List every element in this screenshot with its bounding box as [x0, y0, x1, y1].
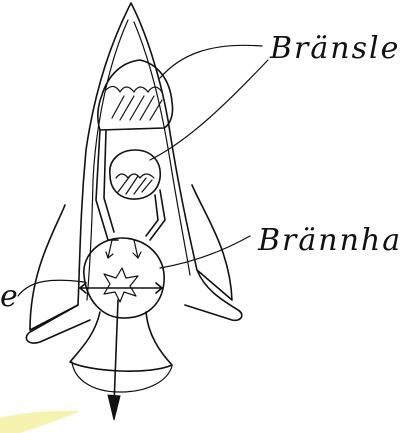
fuel-hatching [112, 96, 162, 120]
thrust-arrowhead [108, 395, 120, 420]
left-partial-label: e [0, 279, 20, 314]
chamber-leader-line [160, 236, 250, 268]
fuel-leader-line [160, 45, 262, 78]
rocket-body-outline [30, 3, 232, 330]
ignition-burst [104, 268, 138, 302]
nozzle [70, 312, 172, 371]
left-fin [26, 305, 90, 343]
oxidizer-hatching [118, 176, 152, 194]
nozzle-exit [72, 362, 172, 392]
oxidizer-feed-line [146, 190, 165, 240]
oxidizer-wave [116, 174, 154, 178]
thrust-arrow [114, 300, 118, 405]
fuel-feed-line-left [96, 130, 118, 240]
combustion-chamber-label: Brännham [257, 223, 400, 258]
combustion-chamber [84, 238, 164, 318]
fuel-tank [98, 60, 173, 130]
right-fin [185, 270, 242, 320]
highlight-mark [0, 411, 80, 433]
injector-arrows [106, 240, 141, 258]
fuel-wave [106, 86, 162, 92]
fuel-label: Bränsle [269, 31, 400, 66]
left-leader-line [18, 280, 84, 296]
side-flow-arrows [80, 283, 162, 293]
